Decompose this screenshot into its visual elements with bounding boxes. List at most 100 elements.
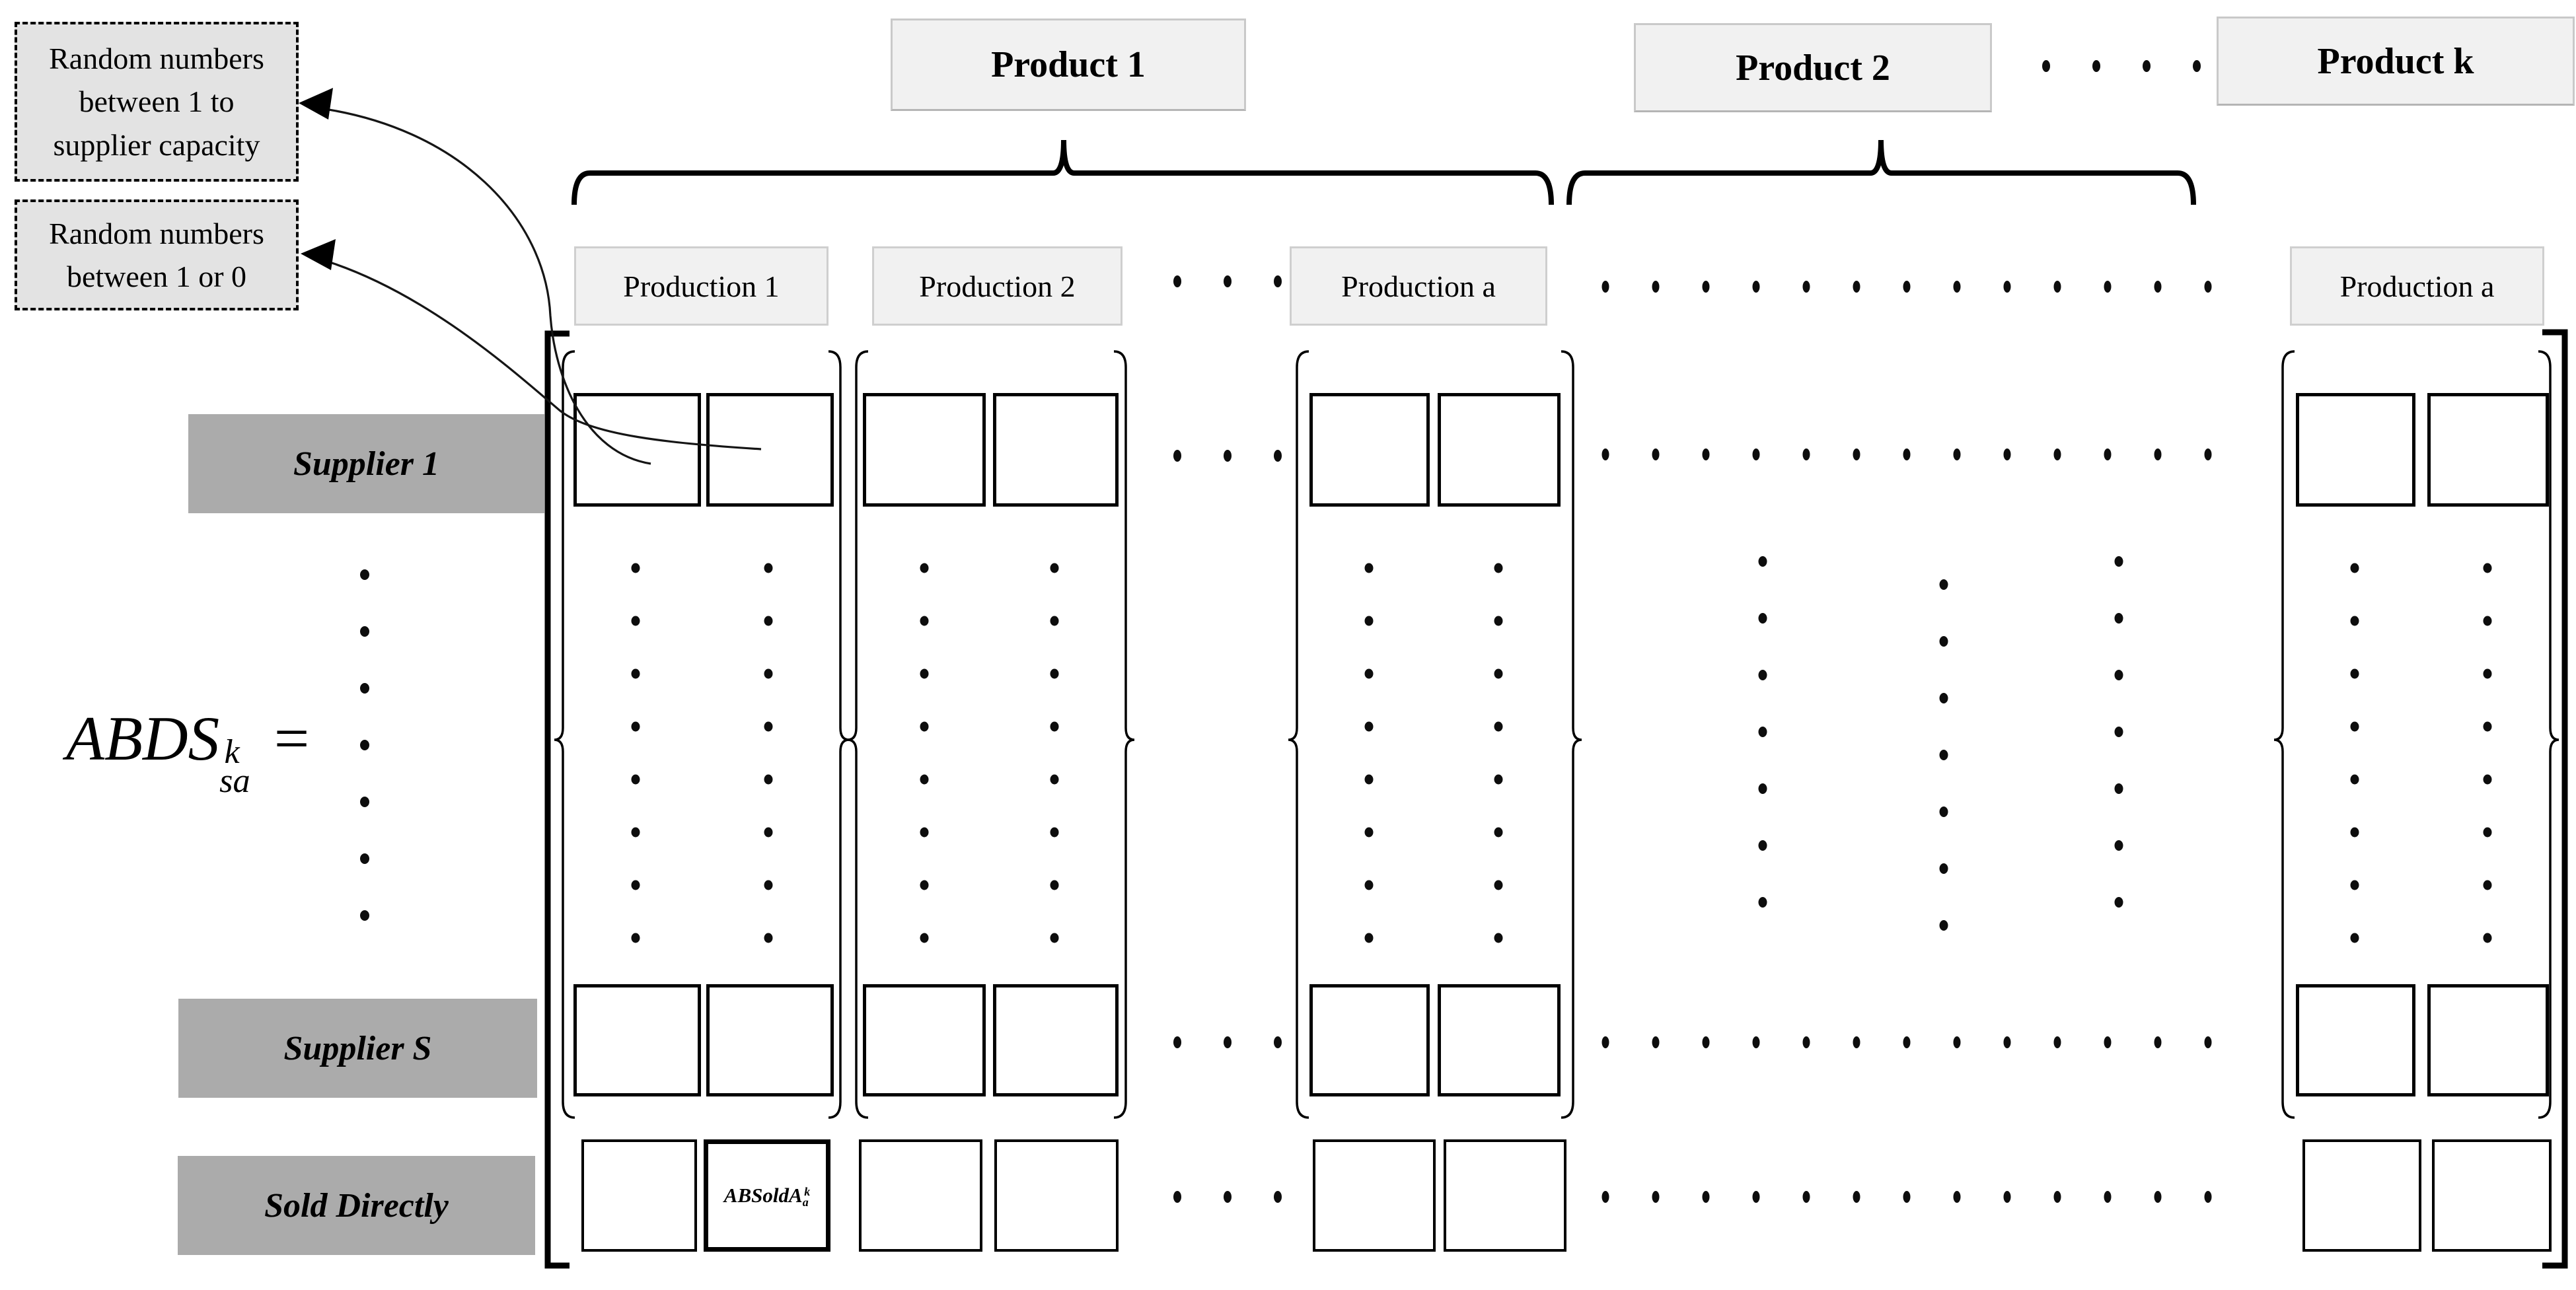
ellipsis-dot (1494, 880, 1503, 890)
ellipsis-dot (2104, 1036, 2112, 1048)
ellipsis-dot (1939, 863, 1948, 874)
formula-name: ABDS (66, 703, 220, 773)
ellipsis-dot (2193, 60, 2201, 72)
production-block-brace (554, 350, 575, 1119)
ellipsis-dot (360, 853, 369, 864)
ellipsis-dot (764, 616, 773, 626)
production-block-brace (1288, 350, 1309, 1119)
ellipsis-dot (2053, 448, 2061, 460)
ellipsis-dot (2114, 556, 2123, 567)
ellipsis-dot (920, 774, 929, 785)
ellipsis-dot (1494, 774, 1503, 785)
ellipsis-dot (2104, 1191, 2112, 1203)
binary-note-box: Random numbers between 1 or 0 (15, 199, 299, 310)
matrix-cell (1313, 1139, 1436, 1252)
ellipsis-dot (1802, 281, 1810, 293)
capacity-note-box: Random numbers between 1 to supplier cap… (15, 22, 299, 182)
supplier-1-row-label: Supplier 1 (188, 414, 544, 513)
ellipsis-dot (1758, 556, 1767, 567)
ellipsis-dot (360, 626, 369, 637)
ellipsis-dot (1758, 613, 1767, 624)
ellipsis-dot (2114, 727, 2123, 737)
ellipsis-dot (2350, 880, 2359, 890)
ellipsis-dot (1050, 933, 1059, 943)
ellipsis-dot (1758, 897, 1767, 908)
ellipsis-dot (1364, 616, 1374, 626)
arrow-to-binary-note-head (301, 239, 336, 270)
arrow-to-capacity-note-head (299, 88, 333, 120)
ellipsis-dot (2350, 668, 2359, 679)
ellipsis-dot (2350, 616, 2359, 626)
supplier-s-row-label: Supplier S (178, 999, 537, 1098)
product-1-header: Product 1 (891, 18, 1246, 111)
ellipsis-dot (1274, 1036, 1282, 1048)
ellipsis-dot (1939, 920, 1948, 931)
matrix-cell (581, 1139, 697, 1252)
ellipsis-dot (1494, 933, 1503, 943)
matrix-cell (859, 1139, 982, 1252)
ellipsis-dot (1652, 281, 1660, 293)
ellipsis-dot (764, 774, 773, 785)
ellipsis-dot (920, 933, 929, 943)
production-a-header: Production a (1290, 246, 1547, 326)
ellipsis-dot (1173, 1191, 1181, 1203)
absold-subscript: a (802, 1196, 809, 1209)
ellipsis-dot (631, 774, 640, 785)
ellipsis-dot (2143, 60, 2151, 72)
ellipsis-dot (1364, 933, 1374, 943)
ellipsis-dot (764, 563, 773, 573)
product-group-brace (1566, 139, 2196, 205)
ellipsis-dot (1364, 774, 1374, 785)
ellipsis-dot (1173, 450, 1181, 462)
ellipsis-dot (764, 880, 773, 890)
matrix-cell (573, 984, 701, 1096)
ellipsis-dot (2053, 1036, 2061, 1048)
ellipsis-dot (1758, 783, 1767, 794)
matrix-cell (2427, 393, 2549, 507)
ellipsis-dot (1752, 1036, 1760, 1048)
ellipsis-dot (2104, 281, 2112, 293)
ellipsis-dot (1050, 880, 1059, 890)
matrix-cell (573, 393, 701, 507)
ellipsis-dot (1601, 1191, 1609, 1203)
ellipsis-dot (1224, 1191, 1232, 1203)
ellipsis-dot (1173, 1036, 1181, 1048)
ellipsis-dot (631, 668, 640, 679)
ellipsis-dot (1702, 1036, 1710, 1048)
matrix-cell (993, 393, 1119, 507)
ellipsis-dot (1939, 806, 1948, 817)
ellipsis-dot (2154, 448, 2162, 460)
matrix-cell (1309, 984, 1430, 1096)
matrix-cell (1309, 393, 1430, 507)
ellipsis-dot (1953, 281, 1961, 293)
formula-subscript: sa (219, 762, 250, 801)
ellipsis-dot (2483, 880, 2492, 890)
ellipsis-dot (920, 616, 929, 626)
ellipsis-dot (1853, 448, 1860, 460)
ellipsis-dot (2204, 281, 2212, 293)
matrix-cell (993, 984, 1119, 1096)
ellipsis-dot (2350, 563, 2359, 573)
ellipsis-dot (920, 668, 929, 679)
ellipsis-dot (2350, 933, 2359, 943)
ellipsis-dot (1752, 1191, 1760, 1203)
ellipsis-dot (2350, 827, 2359, 838)
ellipsis-dot (2003, 448, 2011, 460)
ellipsis-dot (920, 721, 929, 732)
ellipsis-dot (2204, 1036, 2212, 1048)
ellipsis-dot (2003, 1036, 2011, 1048)
ellipsis-dot (1802, 448, 1810, 460)
matrix-cell (2432, 1139, 2552, 1252)
matrix-cell (994, 1139, 1119, 1252)
ellipsis-dot (1494, 827, 1503, 838)
ellipsis-dot (1601, 281, 1609, 293)
product-2-header: Product 2 (1634, 23, 1992, 112)
ellipsis-dot (1853, 1191, 1860, 1203)
ellipsis-dot (2483, 774, 2492, 785)
matrix-cell (2302, 1139, 2421, 1252)
ellipsis-dot (1702, 281, 1710, 293)
ellipsis-dot (764, 668, 773, 679)
ellipsis-dot (1652, 1036, 1660, 1048)
